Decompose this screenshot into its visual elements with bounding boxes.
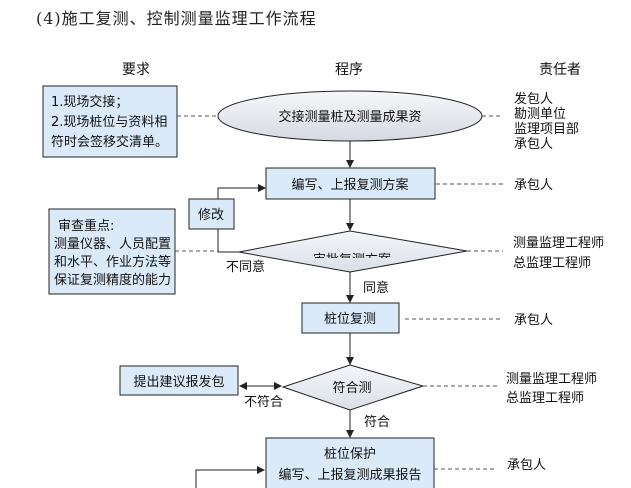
step-stake-resurvey-label: 桩位复测 [324, 312, 376, 327]
column-header-requirements: 要求 [122, 62, 150, 78]
requirement-box-handover: 1.现场交接； 2.现场桩位与资料相 符时会签移交清单。 [42, 85, 178, 158]
step-approve-plan-label: 审批复测方案 [313, 252, 391, 268]
responsible-party: 测量监理工程师 [506, 372, 597, 387]
branch-label-not-conform: 不符合 [244, 394, 283, 410]
requirement-line: 1.现场交接； [51, 94, 128, 110]
step-handover-label: 交接测量桩及测量成果资 [278, 109, 421, 125]
responsible-party: 发包人 [514, 91, 553, 107]
responsible-party: 承包人 [507, 458, 546, 473]
step-suggest: 提出建议报发包 [119, 365, 239, 396]
branch-label-conform: 符合 [364, 414, 390, 430]
page-title: (4)施工复测、控制测量监理工作流程 [36, 9, 317, 28]
responsible-party: 承包人 [514, 137, 553, 152]
requirement-line: 审查重点: [58, 218, 114, 234]
loop-back-arrow [195, 466, 265, 488]
step-protect-report: 桩位保护 编写、上报复测成果报告 [265, 437, 435, 488]
step-stake-resurvey: 桩位复测 [301, 302, 400, 334]
revise-loop-arrow [217, 184, 266, 199]
responsible-party: 承包人 [514, 313, 553, 328]
step-write-plan: 编写、上报复测方案 [265, 167, 436, 200]
step-check-label: 符合测 [332, 380, 371, 396]
step-suggest-label: 提出建议报发包 [133, 374, 224, 390]
requirement-line: 符时会签移交清单。 [51, 134, 168, 150]
column-header-responsible: 责任者 [539, 62, 581, 78]
responsible-party: 勘测单位 [514, 107, 566, 122]
requirement-line: 2.现场桩位与资料相 [51, 115, 167, 130]
step-revise: 修改 [188, 198, 235, 230]
responsible-party: 测量监理工程师 [513, 236, 604, 251]
requirement-line: 测量仪器、人员配置 [54, 237, 171, 252]
branch-label-disagree: 不同意 [226, 259, 265, 275]
column-header-procedure: 程序 [335, 62, 363, 78]
requirement-line: 和水平、作业方法等 [54, 254, 171, 270]
responsible-party: 总监理工程师 [513, 256, 591, 271]
step-protect-label: 桩位保护 [324, 447, 376, 462]
step-handover: 交接测量桩及测量成果资 [217, 90, 483, 142]
responsible-party: 承包人 [514, 178, 553, 193]
requirement-line: 保证复测精度的能力 [54, 272, 171, 288]
step-check: 符合测 [281, 364, 425, 411]
step-write-plan-label: 编写、上报复测方案 [291, 177, 408, 193]
step-revise-label: 修改 [198, 208, 224, 223]
responsible-handover: 发包人 勘测单位 监理项目部 承包人 [514, 91, 579, 152]
responsible-party: 总监理工程师 [506, 391, 584, 406]
responsible-party: 监理项目部 [514, 122, 579, 137]
branch-label-agree: 同意 [363, 280, 389, 296]
disagree-line [217, 229, 239, 253]
requirement-box-review: 审查重点: 测量仪器、人员配置 和水平、作业方法等 保证复测精度的能力 [48, 208, 176, 295]
step-approve-plan: 审批复测方案 [238, 230, 468, 273]
step-report-label: 编写、上报复测成果报告 [278, 468, 421, 483]
